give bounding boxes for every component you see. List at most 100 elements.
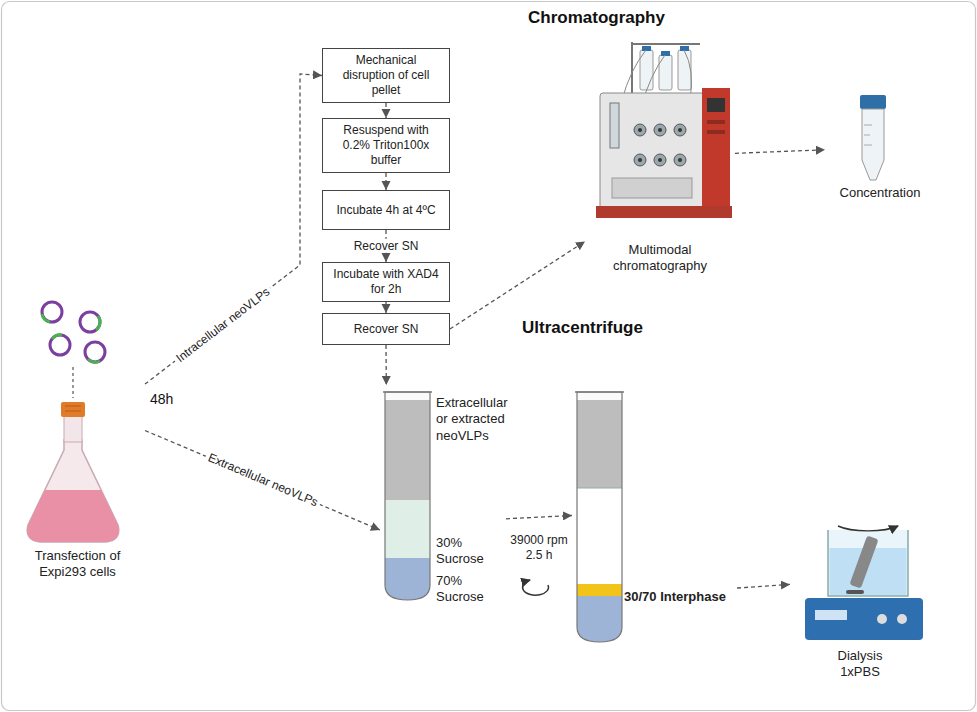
dialysis-setup [805, 526, 923, 640]
illustration-node: Multimodal chromatography [585, 40, 735, 277]
gradient-tube-before-part-part [385, 500, 430, 558]
section-heading: Chromatography [528, 8, 665, 28]
rotation-symbol [523, 580, 549, 595]
chromatography-system-part [631, 42, 633, 95]
dialysis-setup-part [828, 530, 908, 596]
plasmids-part [72, 367, 73, 398]
plasmids-part [85, 342, 105, 362]
flow-arrow [450, 241, 585, 329]
chromatography-system-part [678, 158, 682, 162]
gradient-tube-after-part-part [577, 584, 622, 596]
caption-text: Transfection of Expi293 cells [10, 548, 145, 581]
edge-label: 39000 rpm 2.5 h [505, 533, 573, 562]
process-box: Incubate with XAD4 for 2h [322, 262, 450, 302]
culture-flask-part [27, 440, 119, 542]
chromatography-system-part [658, 158, 662, 162]
chromatography-system-part [707, 130, 725, 134]
illustration-node: 30/70 Interphase [572, 385, 737, 675]
flow-arrow [145, 431, 380, 531]
gradient-tube-before-part-part [385, 558, 430, 600]
chromatography-system-part [638, 158, 642, 162]
gradient-tube-before-part [383, 391, 432, 393]
chromatography-system-part [610, 103, 619, 148]
plasmids [42, 302, 105, 398]
dialysis-setup-part [838, 526, 898, 531]
time-label: 48h [150, 391, 173, 407]
chromatography-system-part [638, 128, 642, 132]
section-heading: Ultracentrifuge [522, 318, 643, 338]
chromatography-system-part [678, 50, 691, 90]
rotation-symbol-part [523, 580, 549, 595]
culture-flask-part [65, 406, 81, 407]
box-text: Mechanical disruption of cell pellet [329, 53, 443, 98]
dialysis-setup-part [815, 610, 847, 620]
chromatography-system-part [654, 154, 666, 166]
chromatography-system-part [634, 154, 646, 166]
chromatography-system-part [654, 124, 666, 136]
box-text: Incubate with XAD4 for 2h [329, 267, 443, 297]
concentration-tube-part [862, 109, 884, 180]
gradient-tube-before-part-part [385, 400, 430, 500]
caption-text: 30% Sucrose [436, 535, 506, 568]
illustration-node: Transfection of Expi293 cells [10, 300, 145, 590]
plasmids-part [80, 312, 100, 332]
chromatography-system-part [612, 178, 692, 198]
chromatography-system-part [600, 93, 704, 210]
gradient-tube-after-part-part [577, 596, 622, 642]
gradient-tube-after-part-part [577, 488, 622, 584]
flow-arrow [145, 74, 322, 384]
concentration-tube-part [864, 135, 870, 136]
caption-text: Dialysis 1xPBS [828, 648, 892, 681]
edge-label: Extracellular neoVLPs [203, 449, 323, 511]
gradient-tube-after-part-part [577, 392, 622, 642]
gradient-tube-before-part [385, 392, 430, 600]
chromatography-system-part [674, 124, 686, 136]
chromatography-system-part [674, 154, 686, 166]
culture-flask-part [27, 490, 119, 542]
process-box: Mechanical disruption of cell pellet [322, 48, 450, 103]
gradient-tube-after-part [575, 391, 624, 393]
edge-label: Intracellular neoVLPs [170, 282, 274, 367]
chromatography-system-part [702, 88, 730, 212]
concentration-tube-part [864, 125, 872, 126]
plasmids-part [50, 335, 70, 355]
gradient-tube-after-part-part [577, 400, 622, 488]
chromatography-system [596, 42, 732, 218]
dialysis-setup-part [805, 598, 923, 640]
chromatography-system-part [661, 51, 670, 56]
illustration-node: Dialysis 1xPBS [790, 520, 930, 685]
flow-arrow [735, 150, 825, 154]
flow-arrow [385, 345, 387, 385]
plasmids-part [42, 302, 62, 322]
plasmids-part [42, 314, 50, 322]
concentration-tube-part [860, 95, 886, 109]
gradient-tube-after-part [577, 392, 622, 642]
gradient-tube-after-part-part [577, 488, 622, 489]
caption-text: 70% Sucrose [436, 573, 506, 606]
dialysis-setup-part [849, 536, 878, 589]
process-box: Resuspend with 0.2% Triton100x buffer [322, 118, 450, 173]
process-box: Incubate 4h at 4ºC [322, 190, 450, 230]
plasmids-part [52, 335, 62, 339]
box-text: Recover SN [354, 322, 419, 337]
chromatography-system-part [642, 46, 651, 51]
gradient-tube-after [575, 392, 624, 642]
caption-text: Extracellular or extracted neoVLPs [436, 395, 506, 444]
box-text: Resuspend with 0.2% Triton100x buffer [329, 123, 443, 168]
dialysis-setup-part [897, 614, 907, 624]
chromatography-system-part [634, 124, 646, 136]
illustration-node: Concentration [825, 90, 935, 205]
chromatography-system-part [658, 128, 662, 132]
caption-text: Concentration [825, 185, 935, 201]
flow-arrow [737, 584, 790, 588]
edge-label: Recover SN [351, 239, 422, 253]
culture-flask-part [61, 402, 85, 417]
flow-arrow [385, 302, 386, 313]
caption-text: 30/70 Interphase [624, 589, 737, 605]
gradient-tube-before-part [385, 392, 430, 600]
gradient-tube-after-part [577, 392, 622, 642]
